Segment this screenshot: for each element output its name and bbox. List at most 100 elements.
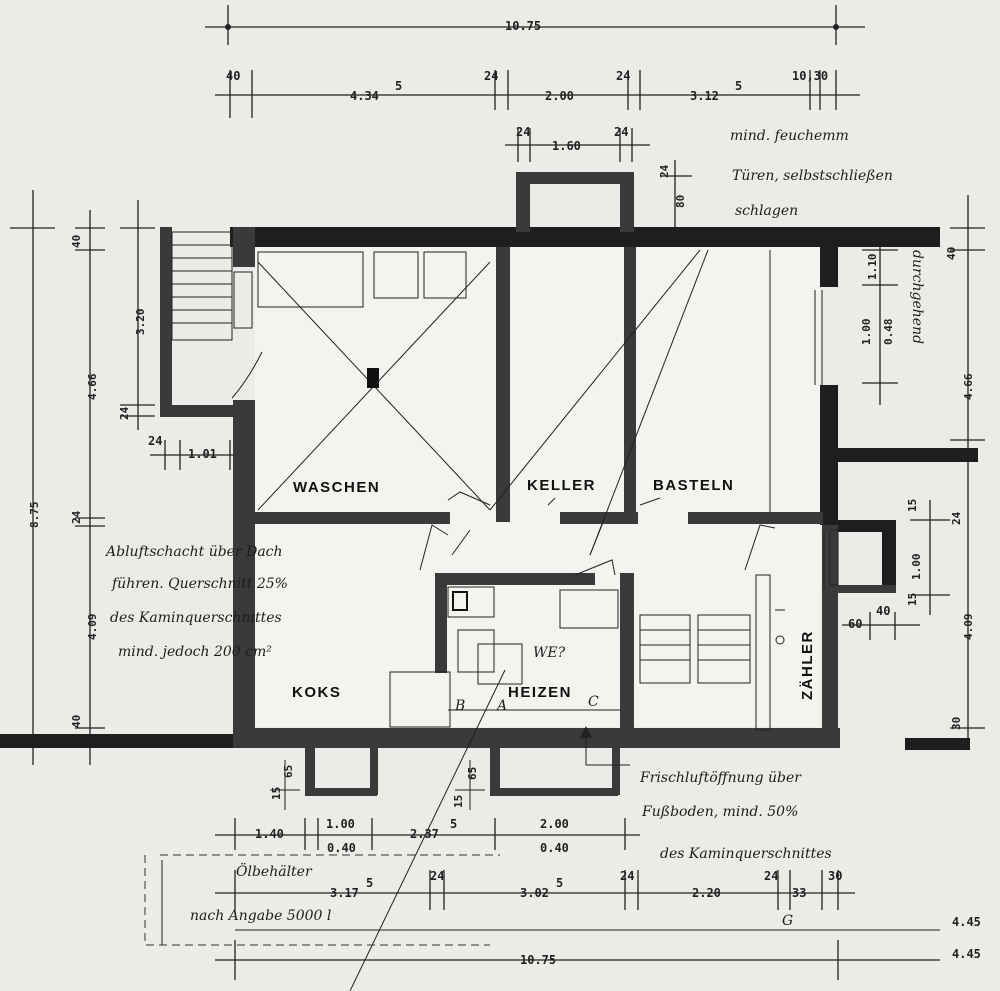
svg-text:24: 24 [430, 869, 444, 883]
letter-c: C [588, 694, 599, 710]
svg-text:24: 24 [764, 869, 778, 883]
svg-text:15: 15 [452, 795, 465, 808]
note-bottom-right-1: Frischluftöffnung über [639, 770, 802, 786]
svg-text:1.01: 1.01 [188, 447, 217, 461]
svg-text:5: 5 [735, 79, 742, 93]
svg-text:30: 30 [950, 717, 963, 730]
room-basteln: BASTELN [653, 477, 734, 494]
svg-text:1.00: 1.00 [860, 319, 873, 346]
svg-text:5: 5 [450, 817, 457, 831]
svg-text:24: 24 [614, 125, 628, 139]
svg-text:0.40: 0.40 [540, 841, 569, 855]
svg-text:33: 33 [792, 886, 806, 900]
svg-text:3.17: 3.17 [330, 886, 359, 900]
left-dimension-lines [10, 190, 260, 765]
svg-text:4.34: 4.34 [350, 89, 379, 103]
svg-text:24: 24 [658, 164, 671, 178]
handwritten-notes: mind. feuchemm Türen, selbstschließen sc… [104, 128, 925, 929]
svg-text:4.09: 4.09 [962, 614, 975, 641]
door-swings [349, 249, 825, 991]
svg-text:24: 24 [620, 869, 634, 883]
svg-text:4.45: 4.45 [952, 915, 981, 929]
dim-left-total: 8.75 [28, 502, 41, 529]
note-left-1: Abluftschacht über Dach [104, 544, 283, 560]
svg-text:3.12: 3.12 [690, 89, 719, 103]
svg-text:24: 24 [484, 69, 498, 83]
svg-text:15: 15 [906, 499, 919, 512]
svg-text:1.00: 1.00 [326, 817, 355, 831]
note-left-4: mind. jedoch 200 cm² [118, 644, 272, 660]
svg-text:0.40: 0.40 [327, 841, 356, 855]
svg-text:65: 65 [282, 765, 295, 778]
svg-text:2.00: 2.00 [540, 817, 569, 831]
svg-text:10,30: 10,30 [792, 69, 828, 83]
svg-text:24: 24 [70, 510, 83, 524]
svg-text:40: 40 [70, 715, 83, 728]
room-zaehler: ZÄHLER [799, 630, 816, 700]
right-jamb-marks [775, 529, 839, 645]
note-oil-tank-2: nach Angabe 5000 l [190, 908, 331, 924]
note-left-3: des Kaminquerschnittes [110, 610, 282, 626]
svg-text:1.10: 1.10 [866, 254, 879, 281]
bottom-dimension-texts: 1.40 1.00 2.37 5 2.00 0.40 0.40 3.17 5 2… [255, 765, 842, 967]
svg-text:1.60: 1.60 [552, 139, 581, 153]
note-top-right-2: Türen, selbstschließen [732, 168, 893, 184]
svg-text:1.00: 1.00 [910, 554, 923, 581]
svg-text:15: 15 [270, 787, 283, 800]
svg-text:40: 40 [70, 235, 83, 248]
dim-bottom-overall: 10.75 [520, 953, 556, 967]
svg-text:24: 24 [616, 69, 630, 83]
svg-text:4.09: 4.09 [86, 614, 99, 641]
note-top-right-1: mind. feuchemm [730, 128, 849, 144]
svg-text:0.48: 0.48 [882, 319, 895, 346]
bottom-dimension-lines [215, 760, 940, 980]
note-top-right-3: schlagen [735, 203, 798, 219]
svg-text:15: 15 [906, 593, 919, 606]
svg-text:5: 5 [395, 79, 402, 93]
note-g-mark: G [782, 913, 793, 929]
letter-a: A [495, 698, 507, 714]
room-koks: KOKS [292, 684, 341, 701]
right-dimension-lines [842, 195, 985, 750]
note-we: WE? [533, 645, 566, 661]
stair-left [171, 231, 253, 341]
note-right-vertical: durchgehend [909, 250, 925, 344]
stair-right [559, 574, 771, 731]
boiler-room-fixtures [389, 586, 620, 728]
svg-text:2.20: 2.20 [692, 886, 721, 900]
svg-text:24: 24 [950, 511, 963, 525]
right-dimension-texts: 40 4.66 24 4.09 30 1.10 1.00 0.48 15 1.0… [848, 247, 981, 961]
svg-text:5: 5 [366, 876, 373, 890]
svg-text:4.45: 4.45 [952, 947, 981, 961]
top-dimension-lines [205, 5, 865, 235]
waschen-fixtures [231, 251, 491, 511]
note-oil-tank-1: Ölbehälter [236, 862, 313, 880]
svg-text:24: 24 [118, 406, 131, 420]
letter-b: B [454, 698, 465, 714]
room-labels: WASCHEN KELLER BASTELN KOKS HEIZEN ZÄHLE… [292, 477, 816, 701]
svg-text:80: 80 [674, 195, 687, 208]
svg-text:24: 24 [516, 125, 530, 139]
svg-text:4.66: 4.66 [86, 373, 99, 400]
exterior-walls [0, 172, 978, 796]
room-waschen: WASCHEN [293, 479, 380, 496]
left-dimension-texts: 8.75 40 4.66 24 4.09 40 3.20 24 24 1.01 … [28, 235, 270, 728]
svg-text:2.37: 2.37 [410, 827, 439, 841]
svg-text:2.00: 2.00 [545, 89, 574, 103]
svg-text:3.20: 3.20 [134, 309, 147, 336]
svg-text:4.66: 4.66 [962, 373, 975, 400]
svg-text:24: 24 [148, 434, 162, 448]
svg-text:30: 30 [828, 869, 842, 883]
svg-text:40: 40 [945, 247, 958, 260]
room-keller: KELLER [527, 477, 596, 494]
svg-text:40: 40 [876, 604, 890, 618]
note-bottom-right-3: des Kaminquerschnittes [660, 846, 832, 862]
interior-walls [255, 247, 823, 728]
room-heizen: HEIZEN [508, 684, 572, 701]
note-bottom-right-2: Fußboden, mind. 50% [641, 804, 798, 820]
svg-text:60: 60 [848, 617, 862, 631]
svg-text:65: 65 [466, 767, 479, 780]
note-left-2: führen. Querschnitt 25% [111, 576, 288, 592]
oil-tank-outline [144, 854, 500, 946]
